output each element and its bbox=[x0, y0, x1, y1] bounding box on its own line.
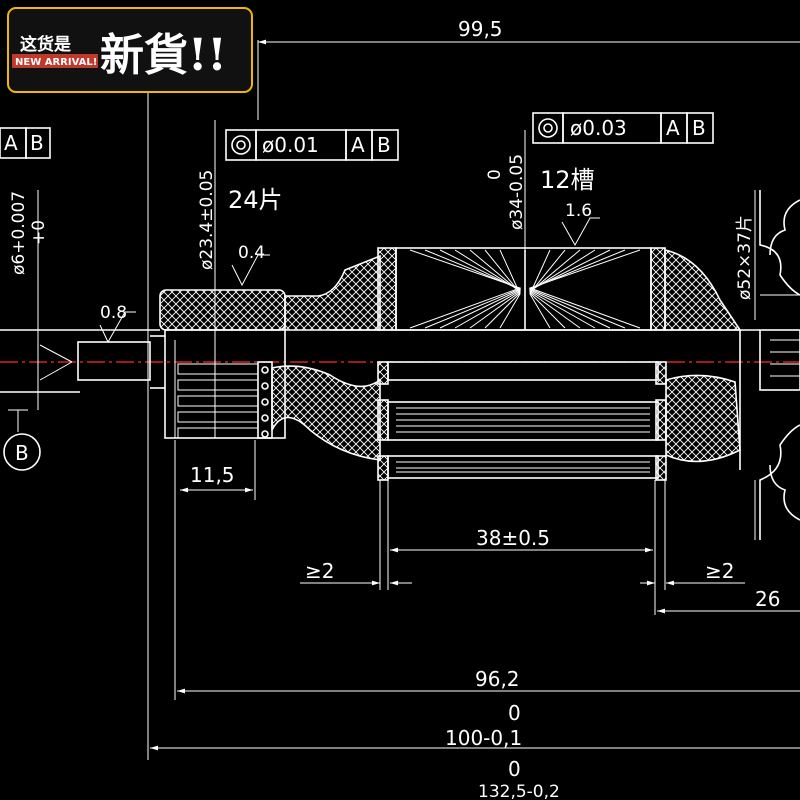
fcf-core-value: ø0.03 bbox=[570, 116, 627, 140]
dim-length-96: 96,2 bbox=[475, 667, 520, 691]
dim-commutator-diameter: ø23.4±0.05 bbox=[197, 170, 217, 270]
dim-shaft-diameter: ø6+0.007 bbox=[9, 191, 29, 275]
badge-big-text: 新貨!! bbox=[100, 30, 227, 81]
roughness-commutator-value: 0.4 bbox=[238, 243, 265, 263]
concentricity-icon bbox=[231, 135, 251, 155]
dim-shaft-tolerance: +0 bbox=[29, 220, 49, 245]
concentricity-icon bbox=[538, 118, 558, 138]
dimension-lines bbox=[8, 20, 800, 760]
dim-commutator-length: 11,5 bbox=[190, 463, 235, 487]
label-segments: 24片 bbox=[228, 186, 283, 214]
badge-sub-text: NEW ARRIVAL! bbox=[15, 57, 97, 68]
winding-right-lower bbox=[665, 374, 741, 463]
fcf-core-ref1: A bbox=[666, 116, 680, 140]
fcf-left-partial: A B bbox=[0, 127, 51, 159]
fcf-commutator-ref1: A bbox=[351, 133, 365, 157]
roughness-shaft-value: 0.8 bbox=[100, 303, 127, 323]
dim-gap-right: ≥2 bbox=[705, 559, 734, 583]
dim-fan-diameter: ø52×37片 bbox=[735, 215, 755, 300]
fcf-core-ref2: B bbox=[692, 116, 706, 140]
shaft-left bbox=[0, 329, 165, 393]
core bbox=[377, 247, 667, 481]
fcf-commutator-value: ø0.01 bbox=[262, 133, 319, 157]
fcf-commutator: ø0.01 A B bbox=[225, 129, 399, 161]
dim-core-diameter-upper: 0 bbox=[485, 169, 505, 180]
winding-neck bbox=[284, 254, 381, 331]
dim-length-132-upper: 0 bbox=[508, 757, 521, 781]
dim-gap-left: ≥2 bbox=[305, 559, 334, 583]
roughness-core-value: 1.6 bbox=[565, 201, 592, 221]
dim-overall-top: 99,5 bbox=[458, 17, 503, 41]
fcf-core: ø0.03 A B bbox=[532, 112, 714, 144]
fcf-left-ref1: A bbox=[4, 131, 18, 155]
commutator bbox=[159, 285, 286, 439]
roughness-marks bbox=[99, 217, 600, 344]
shaft-right-fan bbox=[330, 190, 800, 540]
datum-b-label: B bbox=[15, 441, 29, 465]
dim-length-132: 132,5-0,2 bbox=[478, 782, 560, 800]
dim-core-length: 38±0.5 bbox=[476, 526, 550, 550]
dim-length-100: 100-0,1 bbox=[445, 726, 522, 750]
label-slots: 12槽 bbox=[540, 166, 595, 194]
new-arrival-badge: 这货是 新貨!! NEW ARRIVAL! bbox=[7, 7, 253, 93]
winding-left-lower bbox=[271, 365, 381, 461]
dim-right-length: 26 bbox=[755, 587, 780, 611]
dim-length-100-upper: 0 bbox=[508, 701, 521, 725]
winding-right bbox=[664, 248, 742, 331]
fcf-commutator-ref2: B bbox=[377, 133, 391, 157]
datum-b-marker: B bbox=[3, 433, 41, 471]
dim-core-diameter: ø34-0.05 bbox=[507, 154, 527, 230]
fcf-left-ref2: B bbox=[30, 131, 44, 155]
badge-top-text: 这货是 bbox=[20, 34, 71, 55]
